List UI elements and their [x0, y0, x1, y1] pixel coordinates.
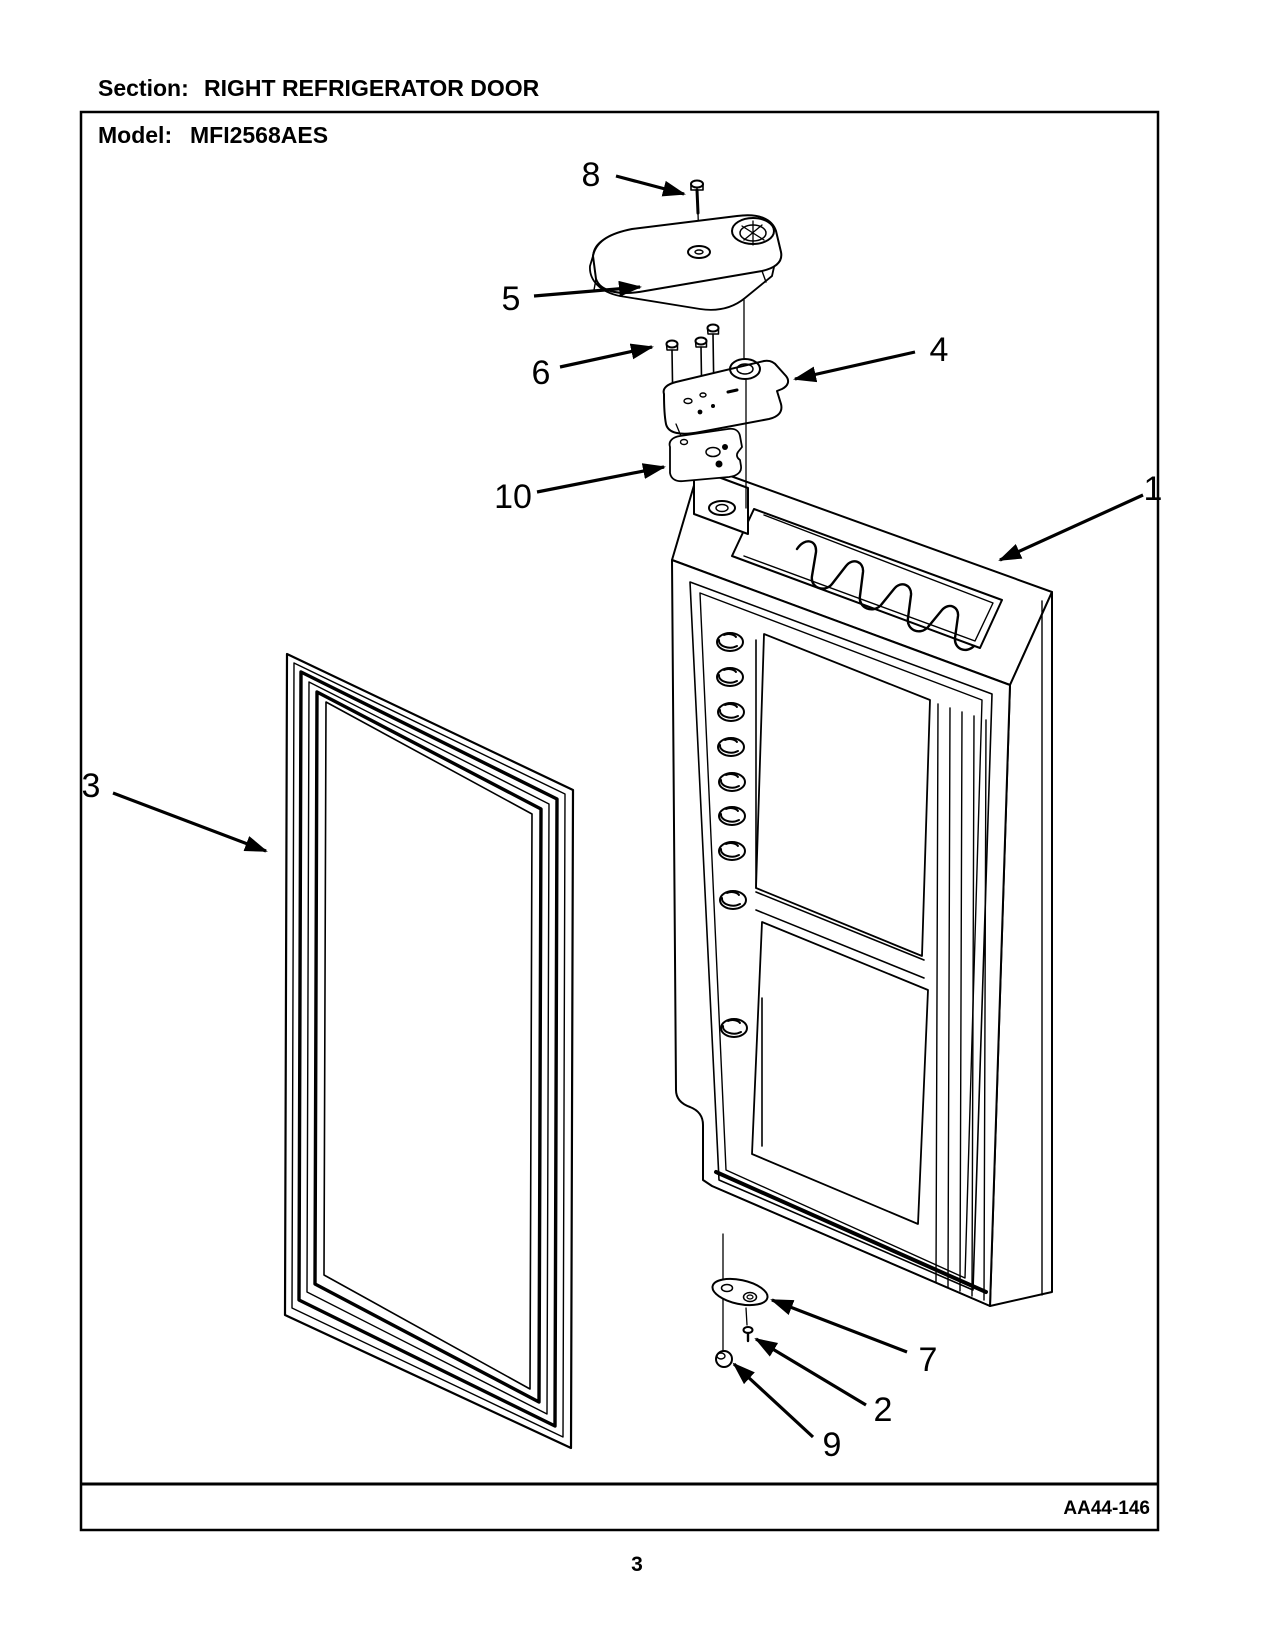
hinge-shim-drawing — [668, 427, 743, 483]
leader-1 — [998, 493, 1144, 562]
bottom-plug-button-drawing — [715, 1350, 733, 1368]
door-closer-cam-drawing — [711, 1277, 769, 1307]
callout-numbers: 1 2 3 4 5 6 7 8 9 10 — [82, 156, 1163, 1464]
model-label: Model: — [98, 122, 172, 148]
page-number: 3 — [631, 1553, 643, 1576]
door-gasket-drawing — [283, 652, 575, 1450]
leader-6 — [559, 343, 654, 369]
leader-3 — [112, 791, 268, 853]
top-hinge-hardware — [589, 179, 790, 509]
model-line: Model: MFI2568AES — [98, 122, 328, 148]
diagram-frame — [79, 110, 1160, 1532]
callout-2: 2 — [874, 1391, 893, 1429]
page-header: Section: RIGHT REFRIGERATOR DOOR — [98, 75, 540, 101]
leader-5 — [533, 280, 642, 298]
callout-1: 1 — [1144, 470, 1163, 508]
callout-7: 7 — [919, 1341, 938, 1379]
door-panel-drawing — [671, 464, 1053, 1307]
model-value: MFI2568AES — [190, 122, 328, 148]
leader-8 — [615, 174, 686, 197]
leader-7 — [770, 1298, 908, 1354]
leader-9 — [732, 1362, 815, 1439]
callout-5: 5 — [502, 280, 521, 318]
callout-8: 8 — [582, 156, 601, 194]
bottom-hinge-hardware — [711, 1233, 769, 1368]
leader-2 — [754, 1337, 867, 1407]
door-top-rack — [795, 540, 976, 652]
top-hinge-bracket-drawing — [662, 358, 790, 509]
leader-10 — [536, 463, 666, 494]
leader-4 — [793, 350, 916, 383]
callout-6: 6 — [532, 354, 551, 392]
section-label: Section: — [98, 75, 189, 101]
callout-4: 4 — [930, 331, 949, 369]
bottom-hinge-screw-drawing — [742, 1326, 754, 1343]
callout-10: 10 — [494, 478, 532, 516]
section-title: RIGHT REFRIGERATOR DOOR — [204, 75, 540, 101]
callout-3: 3 — [82, 767, 101, 805]
callout-arrows — [112, 174, 1144, 1439]
hinge-cover-drawing — [589, 214, 783, 359]
callout-9: 9 — [823, 1426, 842, 1464]
doc-code: AA44-146 — [1063, 1498, 1150, 1519]
